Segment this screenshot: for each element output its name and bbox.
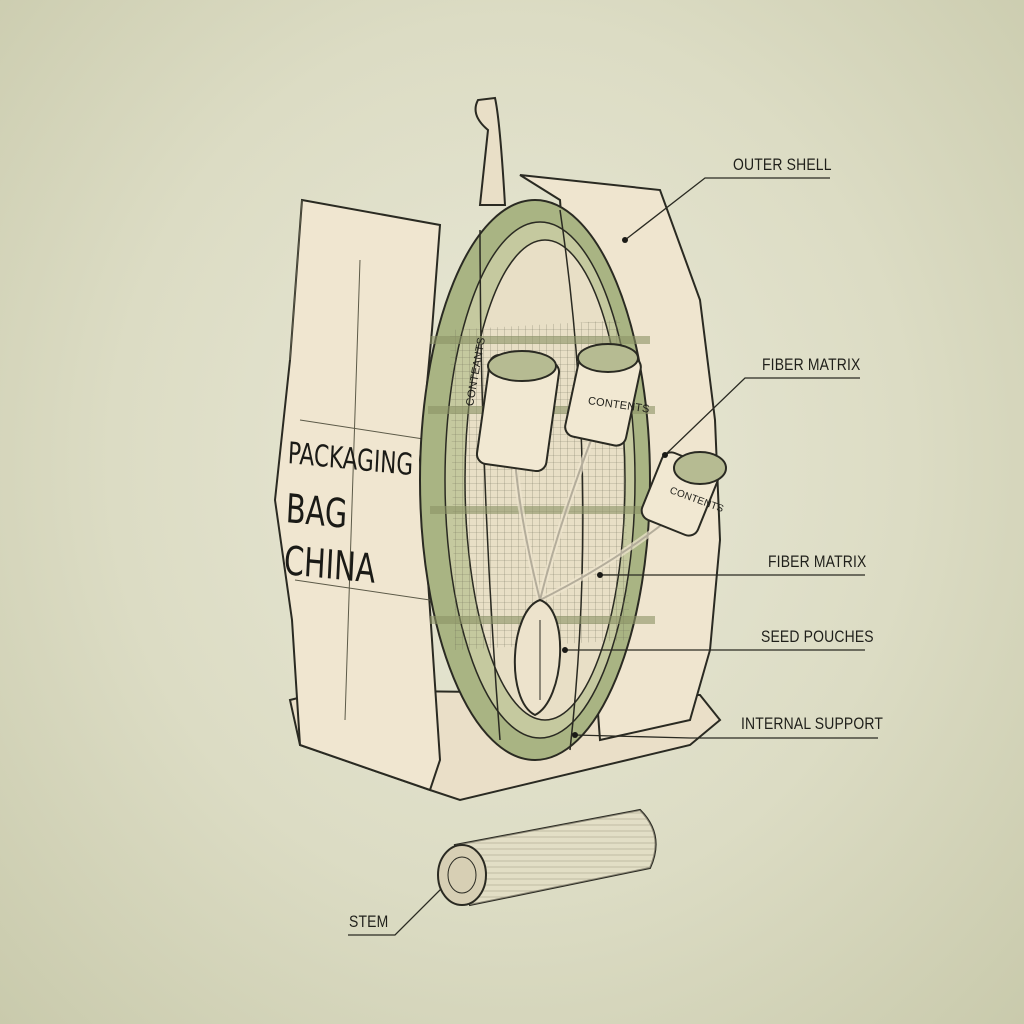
container-3 — [640, 451, 727, 537]
bag-print-line-3: CHINA — [282, 538, 377, 593]
callout-fiber-matrix-2: FIBER MATRIX — [768, 552, 867, 571]
callout-seed-pouches: SEED POUCHES — [761, 627, 874, 646]
container-2 — [564, 343, 642, 447]
bag-print-line-2: BAG — [284, 486, 349, 538]
callout-internal-support: INTERNAL SUPPORT — [741, 714, 884, 733]
container-1 — [475, 350, 561, 473]
callout-outer-shell: OUTER SHELL — [733, 155, 832, 174]
callout-fiber-matrix-1: FIBER MATRIX — [762, 355, 861, 374]
stem-piece — [437, 808, 657, 907]
callout-stem: STEM — [349, 912, 389, 931]
